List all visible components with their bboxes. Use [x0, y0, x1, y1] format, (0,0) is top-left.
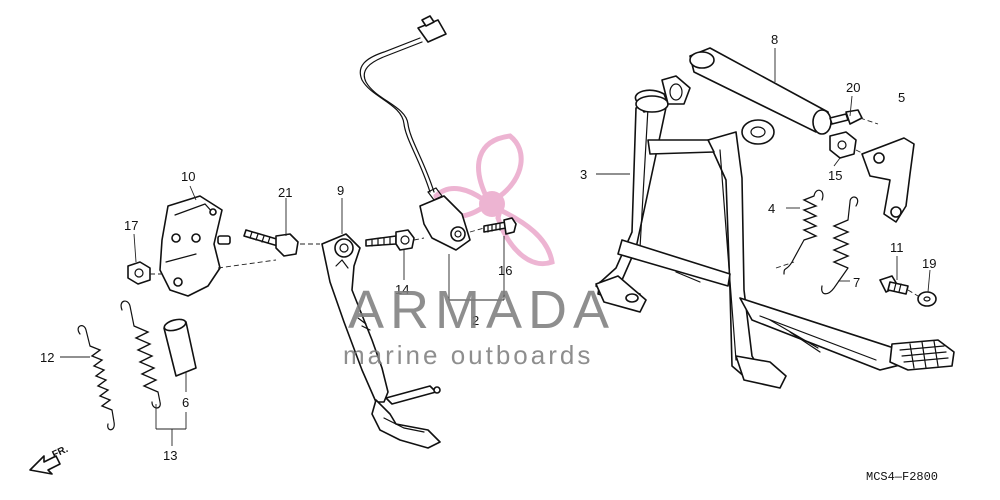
leader-lines — [60, 48, 931, 446]
callout-16: 16 — [498, 263, 512, 278]
callout-13: 13 — [163, 448, 177, 463]
front-direction-arrow-icon: FR. — [29, 444, 70, 475]
washer-part-19 — [917, 291, 937, 307]
front-direction-label: FR. — [51, 444, 70, 461]
spring-part-13 — [120, 300, 161, 409]
bolt-part-21 — [243, 229, 299, 257]
watermark-logo — [433, 133, 555, 267]
callout-19: 19 — [922, 256, 936, 271]
diagram-code: MCS4—F2800 — [866, 470, 938, 484]
spring-part-7 — [821, 196, 859, 295]
spring-part-12 — [77, 325, 115, 431]
bracket-part-10 — [159, 195, 231, 297]
collar-part-6 — [163, 318, 197, 377]
watermark-title: ARMADA — [348, 280, 615, 340]
nut-part-15 — [829, 131, 857, 159]
spring-part-4 — [783, 189, 824, 275]
bolt-part-14 — [365, 229, 415, 251]
side-stand-switch-wire — [359, 15, 471, 251]
callout-2: 2 — [472, 313, 479, 328]
callout-11: 11 — [890, 240, 904, 255]
bolt-part-11 — [879, 275, 909, 295]
screw-part-16 — [483, 217, 517, 235]
watermark-subtitle: marine outboards — [343, 340, 593, 370]
callout-21: 21 — [278, 185, 292, 200]
callout-8: 8 — [771, 32, 778, 47]
nut-part-17 — [127, 261, 151, 285]
callout-5: 5 — [898, 90, 905, 105]
side-stand-part-9 — [321, 233, 441, 449]
pivot-shaft-part-8 — [661, 47, 832, 135]
bracket-part-5 — [861, 137, 915, 223]
callout-3: 3 — [580, 167, 587, 182]
main-stand-part-3 — [595, 89, 955, 389]
callout-17: 17 — [124, 218, 138, 233]
callout-10: 10 — [181, 169, 195, 184]
callout-12: 12 — [40, 350, 54, 365]
callout-9: 9 — [337, 183, 344, 198]
callout-4: 4 — [768, 201, 775, 216]
callout-20: 20 — [846, 80, 860, 95]
callout-7: 7 — [853, 275, 860, 290]
callout-15: 15 — [828, 168, 842, 183]
bolt-part-20 — [829, 109, 863, 125]
callout-14: 14 — [395, 282, 409, 297]
callout-6: 6 — [182, 395, 189, 410]
